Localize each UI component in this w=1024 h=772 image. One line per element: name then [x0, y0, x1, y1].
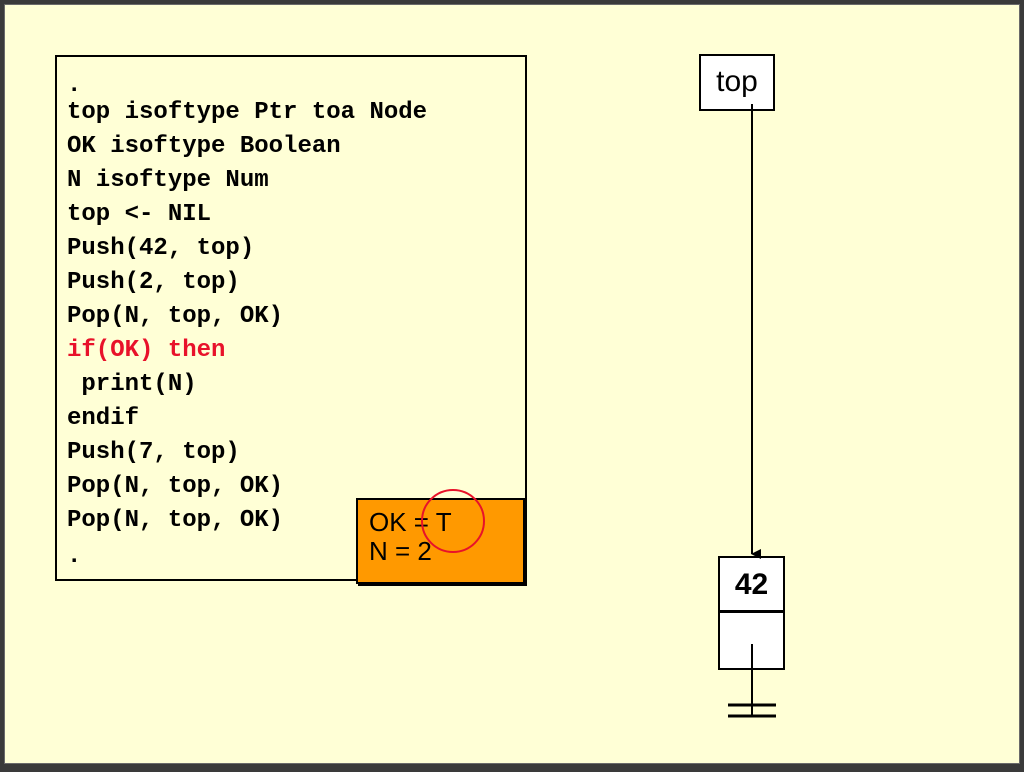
n-value: N = 2 [369, 536, 432, 566]
code-line: Push(7, top) [67, 439, 240, 466]
code-line: print(N) [67, 371, 197, 398]
code-line-highlighted: if(OK) then [67, 337, 226, 364]
code-line: OK isoftype Boolean [67, 133, 341, 160]
code-line: Push(2, top) [67, 269, 240, 296]
stack-node: 42 [718, 556, 785, 670]
code-line: endif [67, 405, 140, 432]
code-line: top <- NIL [67, 201, 212, 228]
code-listing: . top isoftype Ptr toa Node OK isoftype … [55, 55, 527, 581]
ok-value: OK = T [369, 507, 452, 537]
code-line: Pop(N, top, OK) [67, 507, 284, 534]
code-line: Pop(N, top, OK) [67, 473, 284, 500]
top-pointer-box: top [699, 54, 775, 111]
code-line: . [67, 543, 82, 570]
code-line: top isoftype Ptr toa Node [67, 99, 428, 126]
code-line: . [67, 72, 82, 99]
node-next-cell [720, 613, 783, 668]
code-line: Pop(N, top, OK) [67, 303, 284, 330]
code-line: Push(42, top) [67, 235, 255, 262]
variable-state-box: OK = T N = 2 [356, 498, 525, 584]
node-data-cell: 42 [720, 558, 783, 613]
code-line: N isoftype Num [67, 167, 269, 194]
